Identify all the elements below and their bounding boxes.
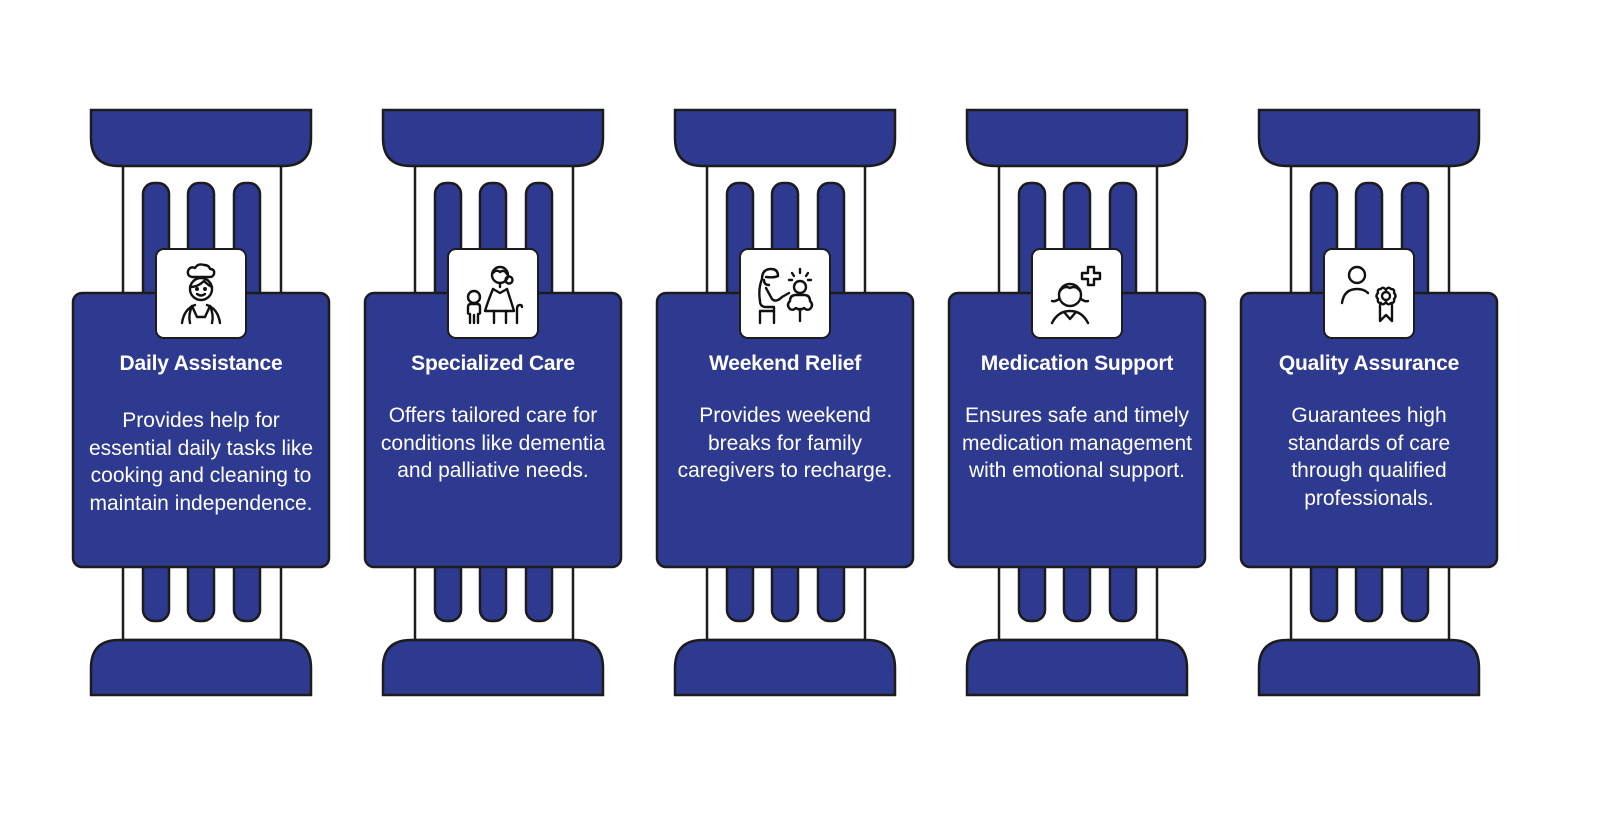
pillar-weekend-relief: Weekend Relief Provides weekend breaks f…: [655, 0, 916, 839]
pillar-title: Weekend Relief: [708, 352, 862, 375]
caregiver-with-child-icon: [758, 267, 814, 324]
person-medical-cross-icon: [1050, 265, 1102, 324]
pillar-frame: [71, 108, 331, 697]
icon-box: [1323, 248, 1415, 339]
pillar-specialized-care: Specialized Care Offers tailored care fo…: [363, 0, 624, 839]
pillar-frame: [1239, 108, 1499, 697]
icon-box: [1031, 248, 1123, 339]
pillar-title: Quality Assurance: [1278, 352, 1460, 375]
pillar-frame: [947, 108, 1207, 697]
pillar-title: Medication Support: [980, 352, 1174, 375]
pillar-description: Guarantees high standards of care throug…: [1287, 404, 1451, 510]
icon-box: [155, 248, 247, 339]
pillar-daily-assistance: Daily Assistance Provides help for essen…: [71, 0, 332, 839]
caregiver-maid-icon: [180, 262, 222, 324]
icon-box: [447, 248, 539, 339]
pillar-description: Offers tailored care for conditions like…: [380, 404, 606, 482]
pillar-frame: [655, 108, 915, 697]
elderly-woman-with-child-icon: [466, 265, 524, 324]
pillar-title: Daily Assistance: [119, 352, 283, 375]
person-award-ribbon-icon: [1340, 265, 1397, 322]
pillar-description: Provides weekend breaks for family careg…: [677, 404, 893, 482]
pillar-frame: [363, 108, 623, 697]
pillar-description: Provides help for essential daily tasks …: [88, 409, 314, 515]
pillar-quality-assurance: Quality Assurance Guarantees high standa…: [1239, 0, 1500, 839]
icon-box: [739, 248, 831, 339]
pillar-title: Specialized Care: [411, 352, 575, 375]
pillar-description: Ensures safe and timely medication manag…: [962, 404, 1192, 482]
pillar-medication-support: Medication Support Ensures safe and time…: [947, 0, 1208, 839]
